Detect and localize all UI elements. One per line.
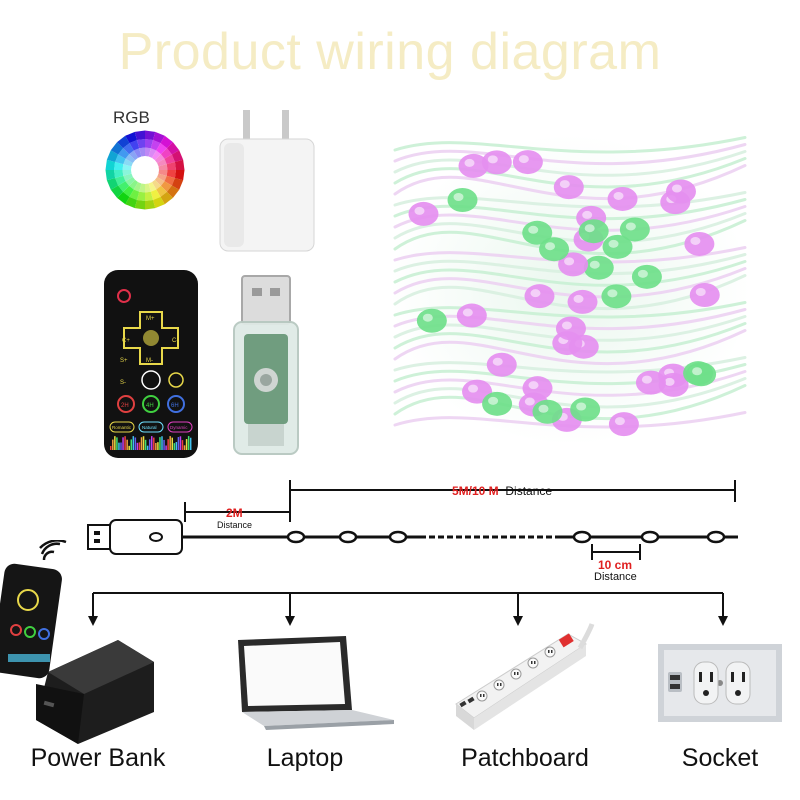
power-bank-icon	[36, 640, 154, 744]
long-distance-word: Distance	[505, 484, 553, 498]
remote-button-label: 6H	[171, 403, 179, 409]
short-distance-number: 2M	[226, 506, 243, 520]
remote-with-signal-icon	[0, 540, 67, 679]
remote-button-label: S-	[120, 380, 126, 386]
laptop-icon	[238, 636, 394, 730]
label-patchboard: Patchboard	[461, 744, 589, 772]
remote-button-label: 4H	[146, 403, 154, 409]
short-distance-word: Distance	[217, 520, 253, 530]
remote-mode-label: Dynamic	[170, 425, 188, 430]
rgb-label: RGB	[113, 108, 150, 127]
long-distance-value: 5M/10 M	[452, 484, 499, 498]
short-distance-value: 2M	[226, 506, 243, 520]
remote-mode-label: Romantic	[112, 425, 132, 430]
wall-socket-icon	[658, 644, 782, 722]
spacing-distance-word: Distance	[594, 571, 637, 583]
remote-button-label: 2H	[121, 403, 129, 409]
remote-mode-label: Natural	[142, 425, 157, 430]
remote-button-label: M+	[146, 316, 155, 322]
label-laptop: Laptop	[266, 744, 344, 772]
remote-button-label: C+	[122, 338, 130, 344]
power-adapter-icon	[219, 110, 315, 252]
remote-button-label: M-	[146, 358, 153, 364]
wiring-diagram	[87, 480, 738, 594]
spacing-distance-number: 10 cm	[598, 558, 633, 572]
rgb-wheel-icon	[105, 130, 185, 210]
power-strip-icon	[455, 623, 595, 730]
label-power-bank: Power Bank	[30, 744, 166, 772]
long-distance-label: 5M/10 M Distance	[452, 484, 552, 498]
connection-arrows	[88, 593, 728, 626]
led-string-lights-image	[390, 135, 750, 445]
usb-controller-icon	[233, 275, 299, 455]
label-socket: Socket	[681, 744, 759, 772]
remote-button-label: S+	[120, 358, 128, 364]
spacing-distance-value: 10 cm	[598, 558, 632, 572]
page-title: Product wiring diagram	[118, 23, 662, 81]
remote-control-icon: M+ C+ C- M- S+ S- 2H 4H 6H Romantic Natu…	[104, 270, 198, 458]
remote-button-label: C-	[172, 338, 178, 344]
